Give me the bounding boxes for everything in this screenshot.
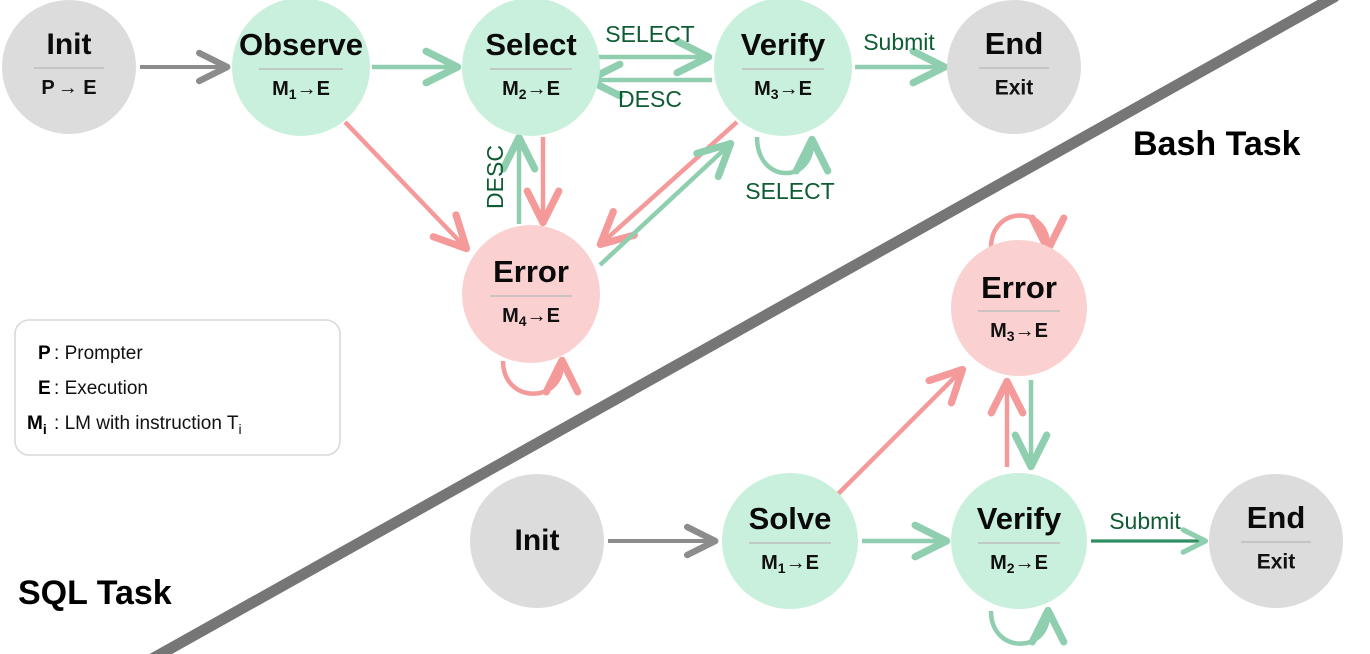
node-bash-verify[interactable]: Verify M3→E [714,0,852,136]
node-bash-observe-label: Observe [239,27,363,62]
edge-observe-to-error [343,120,471,253]
node-bash-end[interactable]: End Exit [947,0,1081,134]
bash-nodes: Init P→ E Observe M1→E Select M2→E [2,0,1081,363]
node-sql-verify[interactable]: Verify M2→E [951,473,1087,609]
legend: P : Prompter E : Execution Mi : LM with … [14,319,341,456]
edge-label-verify-to-select: DESC [618,86,682,112]
sql-nodes: Init Solve M1→E Verify M2→E Error M3 [470,240,1343,609]
legend-item-p: P : Prompter [38,343,143,364]
node-bash-observe[interactable]: Observe M1→E [232,0,370,136]
node-sql-solve[interactable]: Solve M1→E [722,473,858,609]
edge-sql-error-self-loop [988,213,1068,254]
legend-text-p: : Prompter [54,343,143,364]
bash-edges [140,37,949,396]
node-bash-end-label: End [985,26,1044,61]
node-bash-init-label: Init [47,28,92,61]
node-sql-solve-sub: M1→E [761,552,819,575]
node-bash-select-sub: M2→E [502,78,560,101]
node-sql-error-sub: M3→E [990,320,1048,343]
legend-item-e: E : Execution [38,378,148,399]
sql-edge-labels: Submit [1109,508,1181,534]
node-sql-verify-sub: M2→E [990,552,1048,575]
node-bash-error-label: Error [493,254,569,289]
edge-verify-to-error [596,120,739,249]
node-sql-verify-label: Verify [977,501,1062,536]
edge-sql-verify-self-loop [988,606,1068,646]
edge-label-bash-submit: Submit [863,29,935,55]
node-sql-error-label: Error [981,270,1057,305]
bash-task-title: Bash Task [1133,125,1301,163]
edge-error-to-verify [598,139,735,267]
node-bash-verify-label: Verify [741,27,826,62]
edge-label-sql-submit: Submit [1109,508,1181,534]
node-sql-error[interactable]: Error M3→E [951,240,1087,376]
node-bash-error-sub: M4→E [502,305,560,328]
node-bash-select-label: Select [485,27,576,62]
node-sql-init[interactable]: Init [470,474,604,608]
edge-label-verify-self-loop: SELECT [745,178,834,204]
node-bash-init-sub: P→ E [41,77,96,99]
legend-item-mi: Mi : LM with instruction Ti [27,413,242,437]
bash-edge-labels: SELECT DESC Submit DESC SELECT [482,21,935,209]
edge-verify-self-loop [754,135,832,176]
edge-error-self-loop [500,356,582,396]
legend-symbol-e: E [38,378,51,399]
sql-edges [608,213,1209,646]
edge-label-select-to-verify: SELECT [605,21,694,47]
legend-text-mi: : LM with instruction Ti [54,413,242,437]
node-sql-init-label: Init [515,524,560,557]
node-sql-end[interactable]: End Exit [1209,474,1343,608]
node-bash-verify-sub: M3→E [754,78,812,101]
edge-label-error-to-select: DESC [482,145,508,209]
node-sql-end-label: End [1247,500,1306,535]
edge-sql-solve-to-error [836,365,967,496]
task-divider-line [149,0,1339,654]
node-sql-end-sub: Exit [1257,551,1296,574]
sql-task-title: SQL Task [18,574,172,612]
node-bash-error[interactable]: Error M4→E [462,225,600,363]
node-bash-observe-sub: M1→E [272,78,330,101]
node-bash-init[interactable]: Init P→ E [2,0,136,134]
legend-box [14,319,341,456]
node-bash-end-sub: Exit [995,77,1034,100]
legend-text-e: : Execution [54,378,148,399]
node-sql-solve-label: Solve [749,501,832,536]
node-bash-select[interactable]: Select M2→E [462,0,600,136]
legend-symbol-p: P [38,343,51,364]
legend-symbol-mi: Mi [27,413,47,437]
